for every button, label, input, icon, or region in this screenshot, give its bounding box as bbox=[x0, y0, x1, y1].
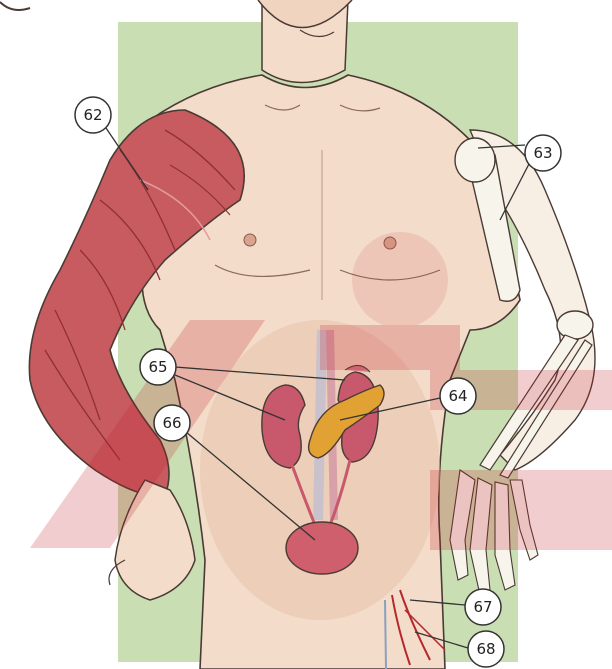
callout-67-label: 67 bbox=[473, 598, 492, 616]
left-nipple bbox=[244, 234, 256, 246]
callout-63-label: 63 bbox=[533, 144, 552, 162]
callout-66-label: 66 bbox=[162, 414, 181, 432]
callout-62-label: 62 bbox=[83, 106, 102, 124]
callout-67: 67 bbox=[465, 589, 501, 625]
callout-66: 66 bbox=[154, 405, 190, 441]
callout-62: 62 bbox=[75, 97, 111, 133]
callout-65-label: 65 bbox=[148, 358, 167, 376]
callout-68-label: 68 bbox=[476, 640, 495, 658]
callout-63: 63 bbox=[525, 135, 561, 171]
logo-fragment bbox=[0, 2, 30, 10]
callout-68: 68 bbox=[468, 631, 504, 667]
callout-64: 64 bbox=[440, 378, 476, 414]
bladder bbox=[286, 522, 358, 574]
callout-65: 65 bbox=[140, 349, 176, 385]
callout-64-label: 64 bbox=[448, 387, 467, 405]
